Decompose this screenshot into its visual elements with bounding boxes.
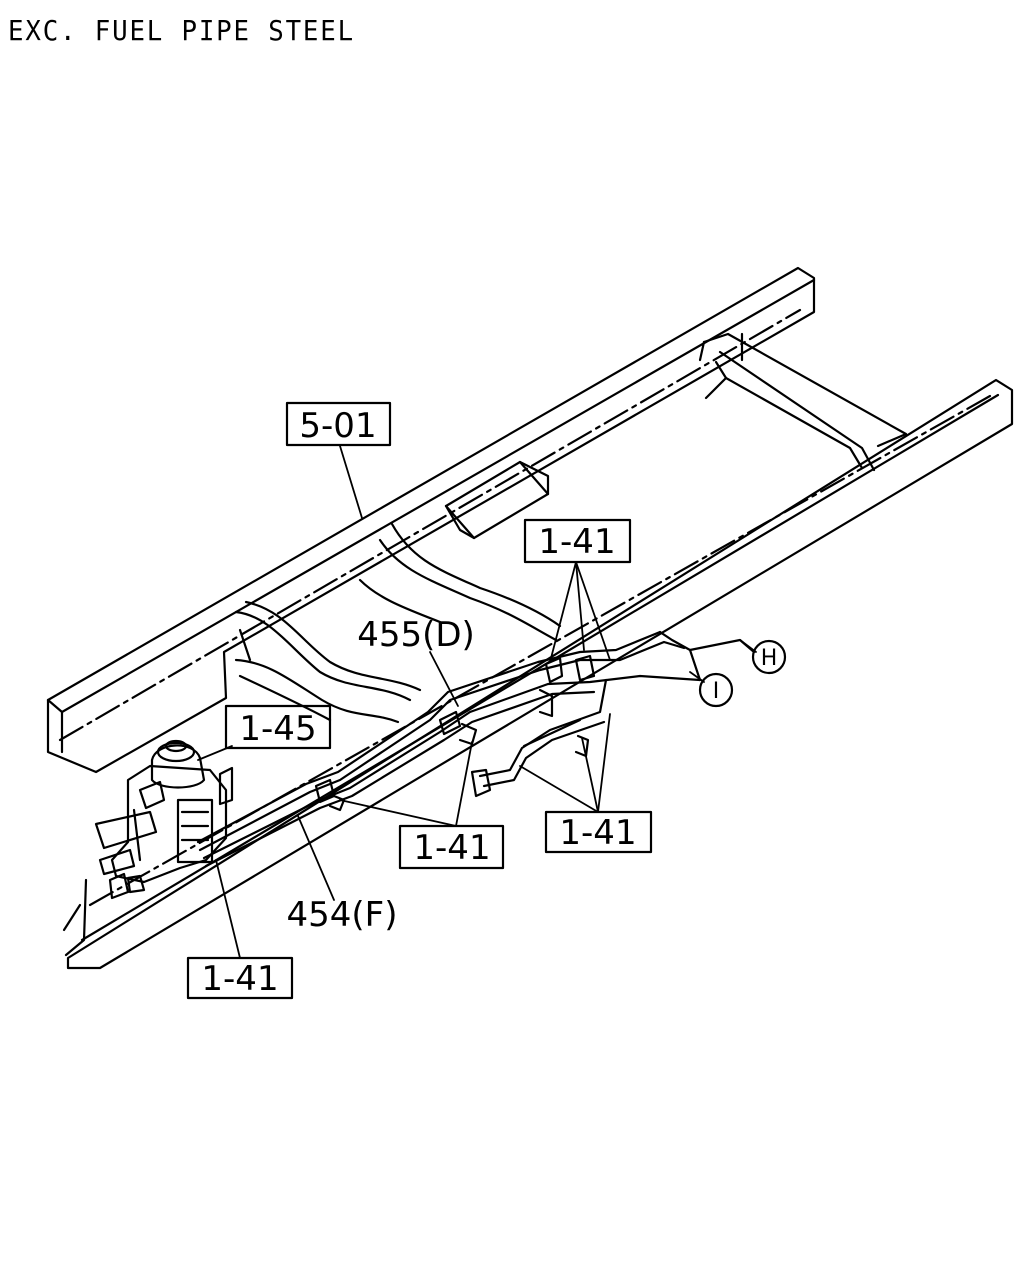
callout-filter-assembly: 1-45	[239, 709, 316, 749]
diagram-title: EXC. FUEL PIPE STEEL	[8, 14, 355, 47]
callout-box-filter	[224, 704, 332, 750]
callout-box-frame-rail	[285, 401, 392, 447]
cross-bracket	[444, 460, 550, 540]
callout-clip-middle: 1-41	[413, 828, 490, 868]
rear-cross-member	[698, 332, 908, 472]
connector-i-circle	[698, 672, 734, 708]
connector-h-label: H	[761, 646, 778, 671]
connector-i-label: I	[713, 679, 720, 704]
lower-frame-rail	[62, 378, 1014, 970]
pipe-label-upper: 455(D)	[357, 615, 475, 655]
callout-clip-lower-left: 1-41	[201, 959, 278, 999]
callout-box-lower-left	[186, 956, 294, 1000]
callout-frame-rail: 5-01	[299, 406, 376, 446]
callout-box-middle	[398, 824, 505, 870]
pipe-clips	[314, 654, 596, 812]
upper-frame-rail	[46, 266, 816, 774]
callout-clip-upper-right: 1-41	[538, 522, 615, 562]
fuel-filter-assembly	[94, 739, 234, 900]
callout-box-upper-right	[523, 518, 632, 564]
fuel-pipes	[196, 630, 756, 868]
leader-lines	[197, 445, 757, 959]
connector-h-circle	[751, 639, 787, 675]
callout-clip-lower-right: 1-41	[559, 813, 636, 853]
pipe-label-lower: 454(F)	[287, 895, 398, 935]
front-cross-member	[234, 522, 562, 724]
callout-box-lower-right	[544, 810, 653, 854]
